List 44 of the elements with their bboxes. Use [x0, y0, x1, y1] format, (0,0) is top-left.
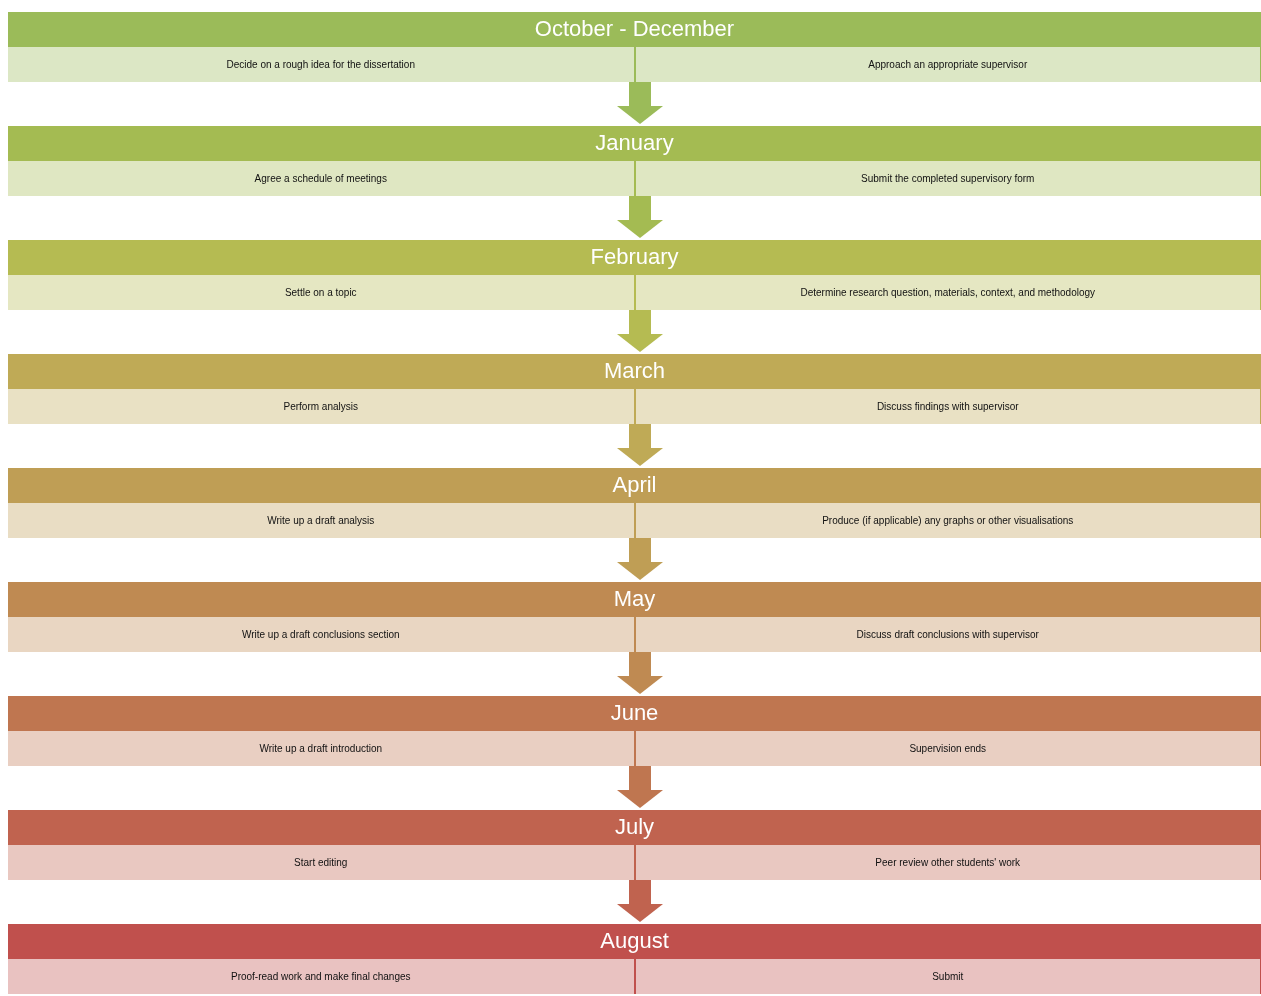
month-band [8, 582, 1261, 652]
month-label: August [600, 927, 669, 955]
down-arrow [617, 196, 663, 238]
task-item: Write up a draft conclusions section [8, 617, 634, 652]
month-band [8, 12, 1261, 82]
task-item: Discuss findings with supervisor [635, 389, 1260, 424]
down-arrow [617, 310, 663, 352]
task-item: Produce (if applicable) any graphs or other visualisations [635, 503, 1260, 538]
task-item: Approach an appropriate supervisor [635, 47, 1260, 82]
down-arrow [617, 880, 663, 922]
task-item: Perform analysis [8, 389, 634, 424]
month-band [8, 240, 1261, 310]
down-arrow [617, 766, 663, 808]
task-item: Supervision ends [635, 731, 1260, 766]
month-band [8, 696, 1261, 766]
down-arrow [617, 652, 663, 694]
month-label: October - December [534, 15, 735, 43]
month-label: May [613, 585, 656, 613]
down-arrow [617, 82, 663, 124]
task-item: Proof-read work and make final changes [8, 959, 634, 994]
task-item: Decide on a rough idea for the dissertation [8, 47, 634, 82]
task-item: Write up a draft analysis [8, 503, 634, 538]
task-item: Submit the completed supervisory form [635, 161, 1260, 196]
task-item: Discuss draft conclusions with supervisor [635, 617, 1260, 652]
task-item: Determine research question, materials, context, and methodology [635, 275, 1260, 310]
task-item: Start editing [8, 845, 634, 880]
down-arrow [617, 424, 663, 466]
down-arrow [617, 538, 663, 580]
month-label: June [610, 699, 659, 727]
task-item: Agree a schedule of meetings [8, 161, 634, 196]
month-band [8, 126, 1261, 196]
month-band [8, 924, 1261, 994]
month-label: February [590, 243, 679, 271]
task-item: Submit [635, 959, 1260, 994]
task-item: Peer review other students' work [635, 845, 1260, 880]
month-label: January [595, 129, 674, 157]
month-label: July [614, 813, 655, 841]
task-item: Settle on a topic [8, 275, 634, 310]
month-band [8, 810, 1261, 880]
month-band [8, 354, 1261, 424]
month-label: April [612, 471, 657, 499]
month-band [8, 468, 1261, 538]
month-label: March [603, 357, 666, 385]
task-item: Write up a draft introduction [8, 731, 634, 766]
